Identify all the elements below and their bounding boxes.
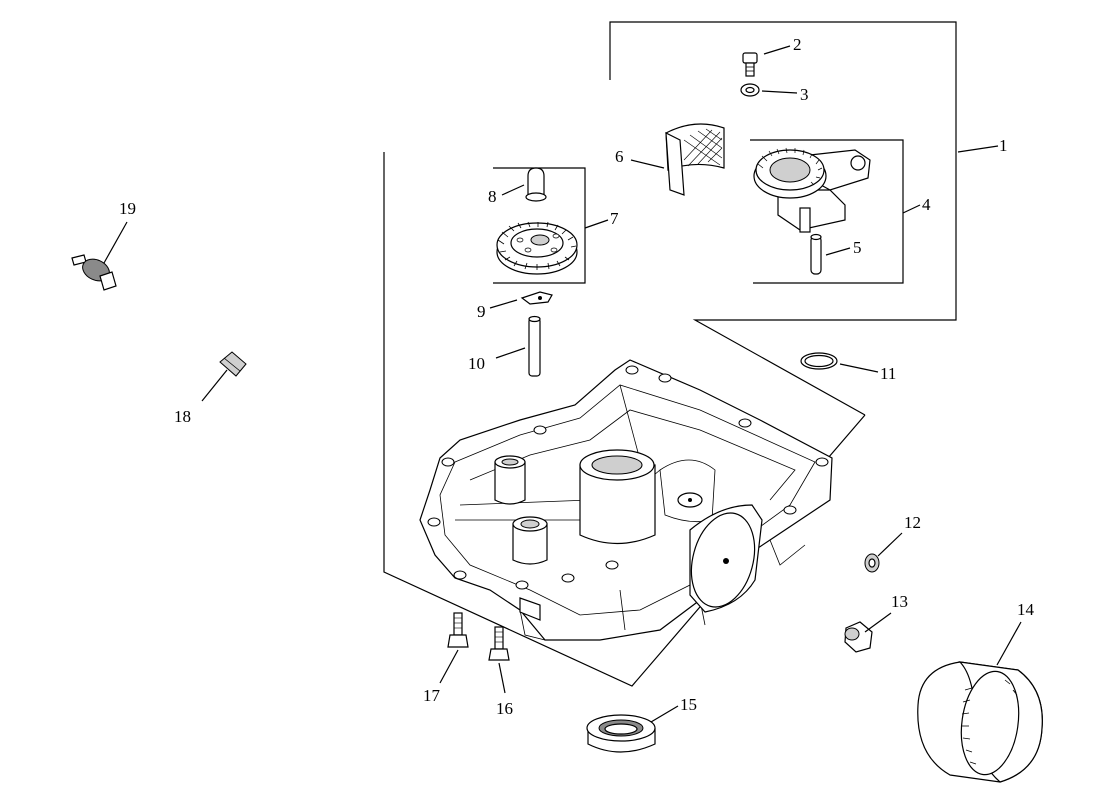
callout-6: 6 bbox=[615, 147, 624, 166]
bolt-part-2 bbox=[742, 52, 758, 77]
nut-part-12 bbox=[864, 553, 880, 573]
o-ring-part-11 bbox=[800, 352, 838, 370]
key-part-9 bbox=[520, 291, 553, 305]
oil-pan-housing bbox=[419, 359, 833, 641]
callout-14: 14 bbox=[1017, 600, 1035, 619]
callout-16: 16 bbox=[496, 699, 513, 718]
cap-part-8 bbox=[525, 167, 547, 202]
callout-7: 7 bbox=[610, 209, 619, 228]
oil-pump-group-outline bbox=[609, 21, 957, 416]
callout-8: 8 bbox=[488, 187, 497, 206]
leader-lines bbox=[103, 45, 1022, 723]
callout-labels: 1 2 3 4 5 6 7 8 9 10 11 12 13 14 15 16 1… bbox=[119, 35, 1035, 718]
callout-1: 1 bbox=[999, 136, 1008, 155]
callout-18: 18 bbox=[174, 407, 191, 426]
drain-plug-part-13 bbox=[844, 621, 873, 653]
oil-pump-part-4 bbox=[753, 147, 871, 233]
callout-3: 3 bbox=[800, 85, 809, 104]
gear-part-7 bbox=[496, 221, 578, 275]
oil-filter-part-14 bbox=[917, 661, 1043, 783]
washer-part-3 bbox=[740, 83, 760, 97]
callout-11: 11 bbox=[880, 364, 896, 383]
callout-17: 17 bbox=[423, 686, 441, 705]
callout-5: 5 bbox=[853, 238, 862, 257]
callout-12: 12 bbox=[904, 513, 921, 532]
callout-10: 10 bbox=[468, 354, 485, 373]
oil-screen-part-6 bbox=[665, 123, 725, 196]
pump-assembly-box bbox=[750, 139, 904, 284]
callout-19: 19 bbox=[119, 199, 136, 218]
bolt-part-17 bbox=[447, 612, 469, 648]
callout-13: 13 bbox=[891, 592, 908, 611]
seal-part-15 bbox=[586, 714, 656, 753]
bolt-part-16 bbox=[488, 626, 510, 661]
fitting-part-18 bbox=[219, 351, 247, 377]
pressure-switch-part-19 bbox=[71, 254, 117, 291]
shaft-part-10 bbox=[528, 315, 541, 377]
callout-2: 2 bbox=[793, 35, 802, 54]
callout-15: 15 bbox=[680, 695, 697, 714]
pin-part-5 bbox=[810, 233, 822, 275]
callout-4: 4 bbox=[922, 195, 931, 214]
callout-9: 9 bbox=[477, 302, 486, 321]
